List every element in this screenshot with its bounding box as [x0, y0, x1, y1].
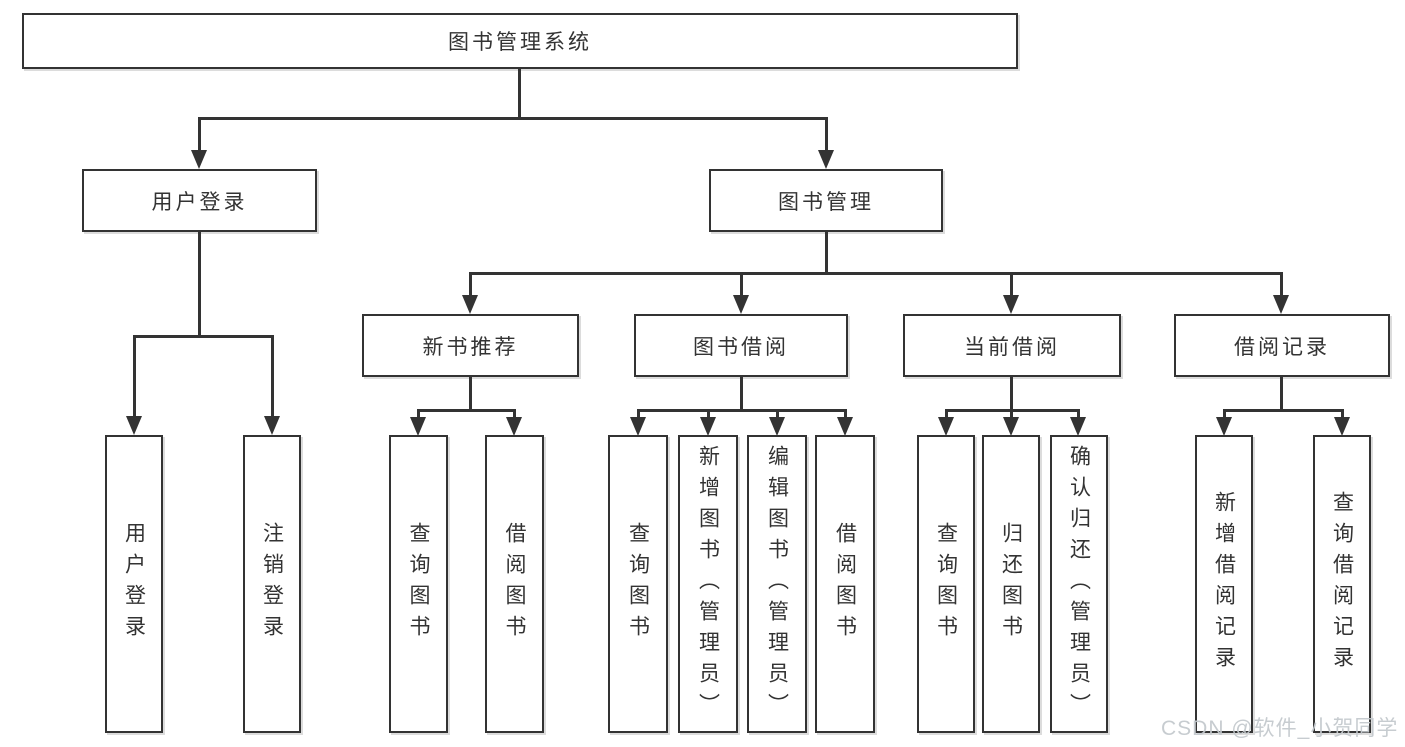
node-label: 借阅记录 — [1234, 335, 1330, 359]
node-library-system: 图书管理系统 — [22, 13, 1018, 69]
node-leaf-query-books-borrow: 查询图书 — [608, 435, 668, 733]
node-label: 用户登录 — [122, 522, 146, 646]
arrowhead-icon — [264, 416, 280, 435]
node-leaf-logout: 注销登录 — [243, 435, 301, 733]
node-leaf-user-login: 用户登录 — [105, 435, 163, 733]
node-user-login: 用户登录 — [82, 169, 317, 232]
connector-current-leaf1 — [945, 409, 948, 421]
arrowhead-icon — [769, 417, 785, 436]
node-label: 图书管理 — [778, 190, 874, 214]
arrowhead-icon — [700, 417, 716, 436]
arrowhead-icon — [1216, 417, 1232, 436]
arrowhead-icon — [1003, 417, 1019, 436]
node-leaf-confirm-return-admin: 确认归还（管理员） — [1050, 435, 1108, 733]
connector-borrow-leaf4 — [844, 409, 847, 421]
node-leaf-add-borrow-record: 新增借阅记录 — [1195, 435, 1253, 733]
arrowhead-icon — [630, 417, 646, 436]
node-leaf-query-books-recommend: 查询图书 — [389, 435, 448, 733]
connector-root-to-mgmt — [825, 117, 828, 151]
connector-root-stem — [518, 69, 521, 117]
node-leaf-edit-book-admin: 编辑图书（管理员） — [747, 435, 807, 733]
connector-borrow-leaf3 — [776, 409, 779, 421]
connector-newbook-leaf1 — [417, 409, 420, 421]
node-label: 用户登录 — [151, 190, 248, 214]
connector-newbook-stem — [469, 377, 472, 409]
node-label: 确认归还（管理员） — [1067, 444, 1091, 724]
connector-login-stem — [198, 232, 201, 335]
node-label: 当前借阅 — [964, 335, 1060, 359]
connector-mgmt-stem — [825, 232, 828, 272]
connector-login-split — [133, 335, 273, 338]
connector-mgmt-to-newbook — [469, 272, 472, 296]
node-label: 查询图书 — [626, 522, 650, 646]
node-label: 编辑图书（管理员） — [765, 444, 789, 724]
node-label: 借阅图书 — [503, 522, 526, 646]
connector-mgmt-split — [469, 272, 1283, 275]
node-label: 注销登录 — [260, 522, 284, 646]
csdn-watermark: CSDN @软件_小贺同学 — [1161, 717, 1399, 740]
arrowhead-icon — [191, 150, 207, 169]
connector-borrow-split — [637, 409, 845, 412]
arrowhead-icon — [462, 295, 478, 314]
connector-root-split — [198, 117, 828, 120]
node-book-borrowing: 图书借阅 — [634, 314, 848, 377]
node-label: 新增图书（管理员） — [696, 444, 720, 724]
arrowhead-icon — [818, 150, 834, 169]
node-label: 查询借阅记录 — [1330, 491, 1354, 677]
node-leaf-return-book: 归还图书 — [982, 435, 1040, 733]
node-label: 查询图书 — [407, 522, 430, 646]
connector-records-split — [1223, 409, 1343, 412]
node-current-borrowing: 当前借阅 — [903, 314, 1121, 377]
arrowhead-icon — [1003, 295, 1019, 314]
node-leaf-query-borrow-record: 查询借阅记录 — [1313, 435, 1371, 733]
node-borrowing-records: 借阅记录 — [1174, 314, 1390, 377]
node-new-book-recommend: 新书推荐 — [362, 314, 579, 377]
node-book-management: 图书管理 — [709, 169, 943, 232]
connector-current-leaf2 — [1010, 409, 1013, 421]
node-label: 图书管理系统 — [448, 31, 592, 54]
connector-current-stem — [1010, 377, 1013, 409]
node-leaf-borrow-books-recommend: 借阅图书 — [485, 435, 544, 733]
connector-current-leaf3 — [1077, 409, 1080, 421]
connector-mgmt-to-borrow — [740, 272, 743, 296]
arrowhead-icon — [1273, 295, 1289, 314]
arrowhead-icon — [1070, 417, 1086, 436]
arrowhead-icon — [410, 417, 426, 436]
arrowhead-icon — [1334, 417, 1350, 436]
connector-login-leaf1 — [133, 335, 136, 417]
node-label: 新增借阅记录 — [1212, 491, 1236, 677]
arrowhead-icon — [506, 417, 522, 436]
arrowhead-icon — [837, 417, 853, 436]
connector-records-stem — [1280, 377, 1283, 409]
connector-login-leaf2 — [271, 335, 274, 417]
connector-mgmt-to-records — [1280, 272, 1283, 296]
arrowhead-icon — [733, 295, 749, 314]
arrowhead-icon — [938, 417, 954, 436]
connector-borrow-leaf1 — [637, 409, 640, 421]
connector-records-leaf1 — [1223, 409, 1226, 421]
node-label: 新书推荐 — [422, 335, 519, 359]
node-label: 查询图书 — [934, 522, 958, 646]
node-label: 归还图书 — [999, 522, 1023, 646]
connector-newbook-split — [417, 409, 516, 412]
node-leaf-query-books-current: 查询图书 — [917, 435, 975, 733]
node-leaf-borrow-books: 借阅图书 — [815, 435, 875, 733]
connector-borrow-leaf2 — [707, 409, 710, 421]
connector-newbook-leaf2 — [513, 409, 516, 421]
connector-mgmt-to-current — [1010, 272, 1013, 296]
connector-borrow-stem — [740, 377, 743, 409]
arrowhead-icon — [126, 416, 142, 435]
node-label: 借阅图书 — [833, 522, 857, 646]
node-leaf-add-book-admin: 新增图书（管理员） — [678, 435, 738, 733]
connector-root-to-login — [198, 117, 201, 151]
node-label: 图书借阅 — [693, 335, 789, 359]
connector-records-leaf2 — [1341, 409, 1344, 421]
